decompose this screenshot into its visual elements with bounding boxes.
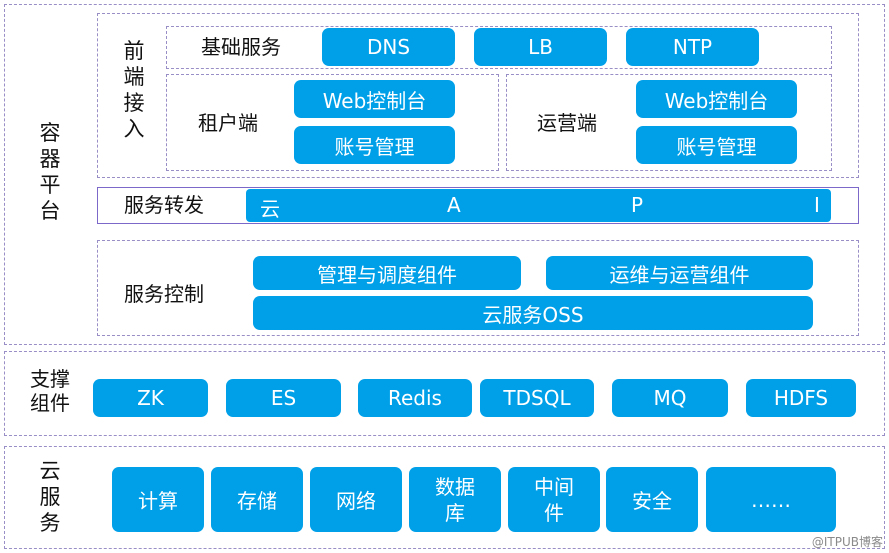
security-button[interactable]: 安全 [606, 467, 698, 532]
more-button[interactable]: …… [706, 467, 836, 532]
api-char-a: A [447, 193, 461, 217]
basic-services-box [166, 26, 832, 69]
api-char-p: P [631, 193, 644, 217]
middleware-button[interactable]: 中间 件 [508, 467, 600, 532]
tenant-box [166, 74, 499, 171]
cloud-api-bar[interactable]: 云 A P I [246, 189, 831, 222]
network-button[interactable]: 网络 [310, 467, 402, 532]
service-forward-label: 服务转发 [124, 193, 204, 217]
watermark: @ITPUB博客 [811, 535, 883, 549]
mgmt-scheduling-button[interactable]: 管理与调度组件 [253, 256, 521, 290]
dns-button[interactable]: DNS [322, 28, 455, 66]
zk-button[interactable]: ZK [93, 379, 208, 417]
service-control-box [97, 240, 859, 336]
ops-account-mgmt-button[interactable]: 账号管理 [636, 126, 797, 164]
hdfs-button[interactable]: HDFS [746, 379, 856, 417]
api-char-i: I [814, 193, 820, 217]
ntp-button[interactable]: NTP [626, 28, 759, 66]
compute-button[interactable]: 计算 [112, 467, 204, 532]
cloud-services-box [4, 446, 885, 549]
frontend-access-label: 前端接入 [123, 39, 145, 141]
support-box [4, 351, 885, 436]
support-label: 支撑组件 [30, 367, 70, 415]
frontend-access-box [97, 13, 859, 178]
container-platform-box [4, 4, 885, 345]
basic-services-label: 基础服务 [201, 35, 281, 59]
ops-web-console-button[interactable]: Web控制台 [636, 80, 797, 118]
database-button[interactable]: 数据 库 [409, 467, 501, 532]
service-forward-box [97, 187, 859, 224]
api-char-cloud: 云 [260, 197, 280, 221]
storage-button[interactable]: 存储 [211, 467, 303, 532]
tenant-web-console-button[interactable]: Web控制台 [294, 80, 455, 118]
redis-button[interactable]: Redis [358, 379, 472, 417]
service-control-label: 服务控制 [124, 282, 204, 306]
es-button[interactable]: ES [226, 379, 341, 417]
tenant-label: 租户端 [198, 111, 258, 135]
tenant-account-mgmt-button[interactable]: 账号管理 [294, 126, 455, 164]
cloud-oss-button[interactable]: 云服务OSS [253, 296, 813, 330]
mq-button[interactable]: MQ [612, 379, 728, 417]
ops-operation-button[interactable]: 运维与运营组件 [546, 256, 813, 290]
operations-label: 运营端 [537, 111, 597, 135]
container-platform-label: 容器平台 [39, 121, 61, 223]
lb-button[interactable]: LB [474, 28, 607, 66]
operations-box [506, 74, 832, 171]
tdsql-button[interactable]: TDSQL [480, 379, 594, 417]
cloud-services-label: 云服务 [39, 459, 61, 535]
